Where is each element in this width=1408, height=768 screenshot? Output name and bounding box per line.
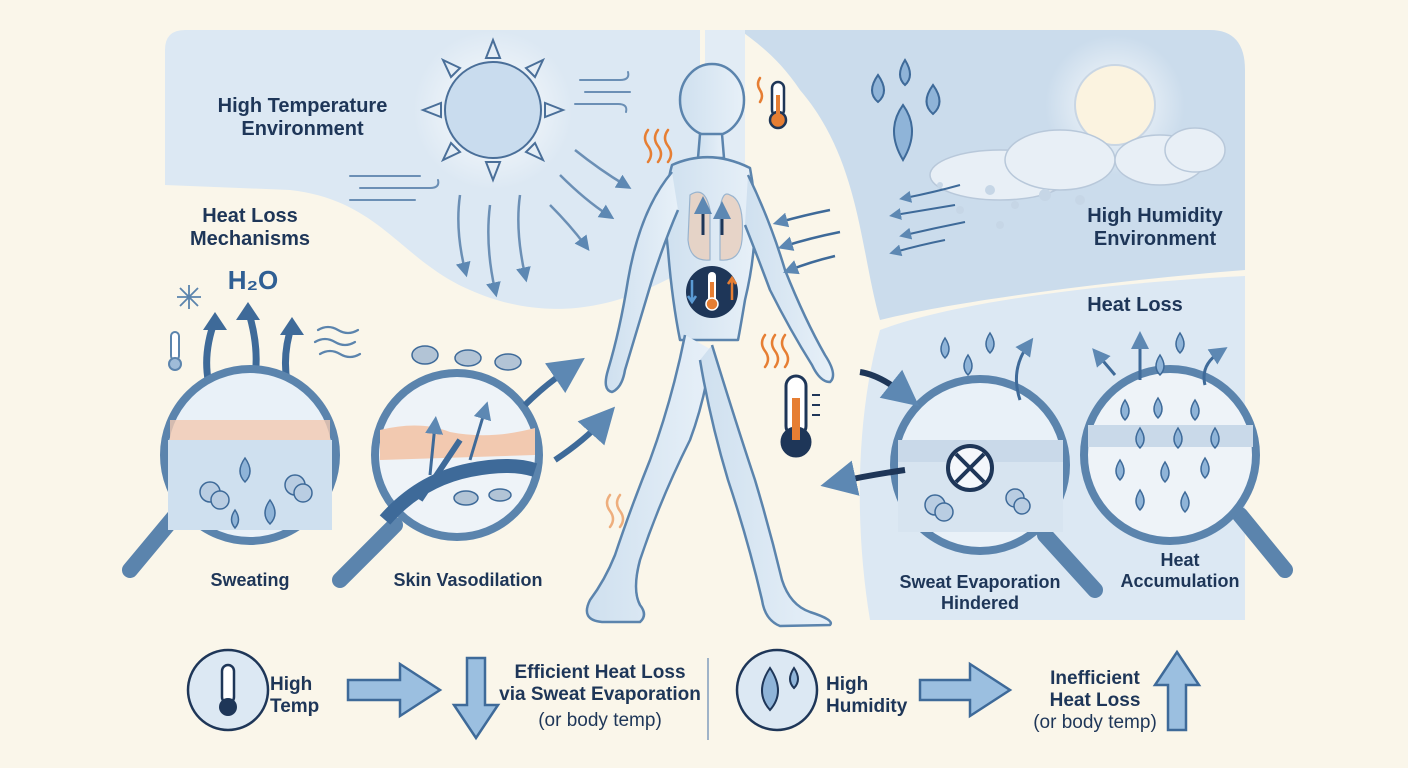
sweating-caption: Sweating (210, 570, 290, 590)
thermometer-large-icon (780, 374, 820, 458)
magnifier-vasodilation (332, 369, 543, 588)
heat-loss-title: Heat Loss (1087, 294, 1183, 316)
footer-high-humidity-label: High Humidity (826, 674, 908, 717)
heat-accumulation-caption: Heat Accumulation (1120, 550, 1240, 591)
sweat-evaporation-hindered-caption: Sweat Evaporation Hindered (899, 572, 1061, 613)
clouds-icon (929, 127, 1226, 201)
heat-waves-icon (605, 76, 790, 529)
h2o-label: H₂O (227, 265, 279, 295)
skin-vasodilation-caption: Skin Vasodilation (393, 570, 543, 590)
water-drops-icon (871, 58, 941, 162)
footer-water-drops-icon (735, 648, 819, 732)
footer-efficient-heat-loss-label: Efficient Heat Loss via Sweat Evaporatio… (499, 662, 701, 705)
wind-icon (349, 71, 631, 201)
heat-loss-mechanisms-title: Heat Loss Mechanisms (189, 205, 311, 250)
footer-up-arrow (1152, 649, 1202, 732)
magnifier-sweating (122, 365, 340, 578)
high-temperature-environment-title: High Temperature Environment (217, 95, 388, 140)
magnifier-sweat-hindered (890, 375, 1103, 598)
footer-down-arrow (451, 656, 501, 741)
sun-icon (413, 30, 573, 190)
footer-inefficient-heat-loss-label: Inefficient Heat Loss (1049, 668, 1141, 711)
footer-high-temp-label: High Temp (270, 674, 320, 717)
red-blood-cells-icon (411, 345, 522, 371)
core-temperature-badge (686, 266, 738, 318)
footer-right-arrow-2 (918, 661, 1013, 719)
footer-inefficient-note: (or body temp) (1033, 712, 1157, 733)
footer-thermometer-icon (186, 648, 270, 732)
magnifier-heat-accumulation (1080, 365, 1293, 578)
thermometer-icon (768, 80, 788, 130)
footer-efficient-note: (or body temp) (538, 710, 662, 731)
high-humidity-environment-title: High Humidity Environment (1087, 205, 1223, 250)
small-thermometer-icon (168, 331, 182, 371)
snowflake-icon (177, 285, 201, 309)
air-flow-icon (313, 325, 362, 359)
footer-right-arrow (346, 661, 443, 719)
